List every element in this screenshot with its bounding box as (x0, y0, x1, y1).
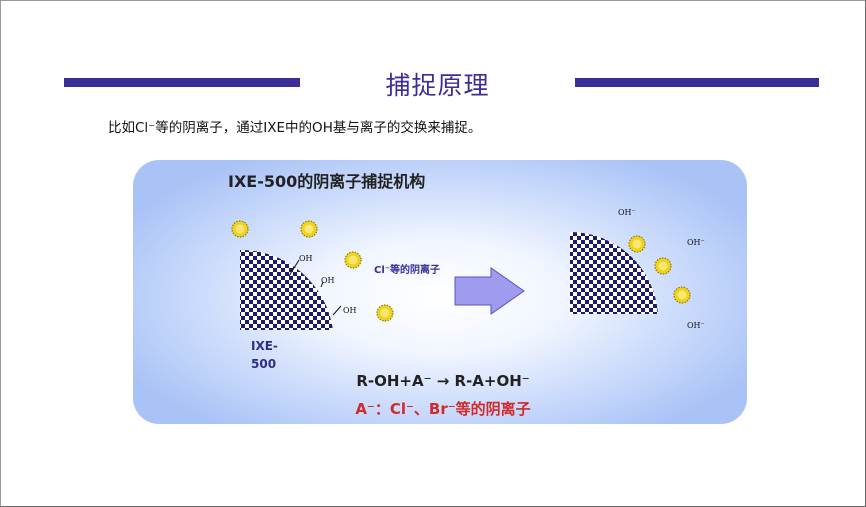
anion-label: Cl⁻等的阴离子 (374, 265, 441, 276)
released-oh-label: OH⁻ (687, 238, 705, 247)
oh-label: OH (299, 254, 313, 263)
anion-ion (376, 304, 394, 322)
oh-label: OH (321, 276, 335, 285)
released-oh-label: OH⁻ (618, 208, 636, 217)
reaction-arrow (454, 267, 525, 315)
captured-ion (673, 286, 691, 304)
oh-bond (320, 281, 324, 288)
reaction-equation: R-OH+A⁻ → R-A+OH⁻ (356, 372, 530, 390)
mechanism-panel: OH OH OH OH⁻ OH⁻ OH⁻ IXE-500的阴离子捕捉机构 IXE… (133, 160, 747, 424)
title-rule-left (64, 78, 300, 87)
title-rule-right (575, 78, 819, 87)
intro-text: 比如Cl⁻等的阴离子，通过IXE中的OH基与离子的交换来捕捉。 (108, 120, 482, 136)
mechanism-heading: IXE-500的阴离子捕捉机构 (228, 172, 426, 191)
mechanism-diagram: OH OH OH OH⁻ OH⁻ OH⁻ (231, 208, 705, 330)
resin-left (240, 249, 333, 330)
captured-ion (654, 257, 672, 275)
slide-title: 捕捉原理 (385, 71, 490, 100)
oh-label: OH (343, 306, 357, 315)
oh-bond (332, 305, 342, 316)
material-label: IXE-500 (251, 339, 278, 371)
anion-ion (344, 251, 362, 269)
resin-right (570, 231, 658, 314)
anion-definition: A⁻：Cl⁻、Br⁻等的阴离子 (355, 400, 531, 418)
oh-bond (288, 259, 300, 277)
captured-ion (628, 235, 646, 253)
released-oh-label: OH⁻ (687, 321, 705, 330)
anion-ion (300, 220, 318, 238)
anion-ion (231, 220, 249, 238)
